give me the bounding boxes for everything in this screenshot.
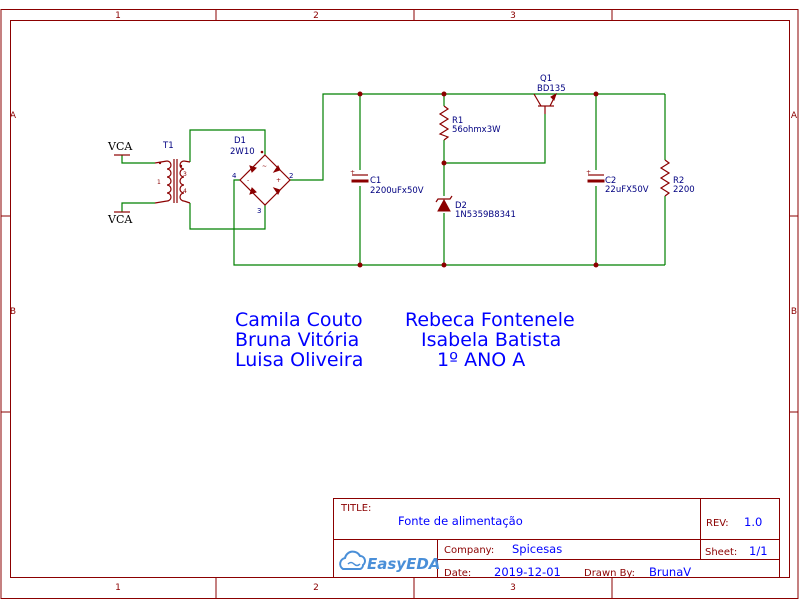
r2-ref: R2 [673,176,684,186]
author-right-3: 1º ANO A [437,349,525,371]
drawn-by-value: BrunaV [649,565,691,579]
title-block: TITLE: Fonte de alimentação REV: 1.0 Com… [333,498,780,579]
company-value: Spicesas [512,542,562,556]
d2-value: 1N5359B8341 [455,210,516,220]
zone-col-3-top: 3 [510,11,516,21]
outer-border [0,9,799,599]
vca-label-top: VCA [107,140,133,153]
zone-col-1-bottom: 1 [115,583,121,593]
company-label: Company: [444,545,494,556]
title-label: TITLE: [340,503,371,514]
date-label: Date: [444,568,471,579]
zone-row-a-right: A [791,111,798,121]
t1-pin-4: 4 [183,188,187,195]
zone-row-b-left: B [10,307,16,317]
resistor-r1[interactable]: R1 56ohmx3W [438,105,501,141]
date-value: 2019-12-01 [494,565,561,579]
transformer-t1[interactable]: T1 1 3 4 [154,141,191,204]
zone-row-b-right: B [791,307,797,317]
transistor-q1[interactable]: Q1 BD135 [533,74,566,114]
zone-col-2-top: 2 [313,11,319,21]
zone-col-2-bottom: 2 [313,583,319,593]
c2-polarity: + [586,169,591,176]
t1-ref: T1 [162,141,174,151]
c2-value: 22uFX50V [605,185,649,195]
d1-ref: D1 [234,136,246,146]
c2-ref: C2 [605,176,616,186]
author-right-2: Isabela Batista [421,329,561,351]
vca-power-symbol-top: VCA [107,140,133,156]
d1-plus-sign: ~ [262,163,267,170]
zone-dividers [1,9,798,599]
inner-border [10,20,790,578]
c1-value: 2200uFx50V [370,186,424,196]
author-names: Camila Couto Bruna Vitória Luisa Oliveir… [235,309,575,371]
sheet-value: 1/1 [749,544,768,558]
sheet-label: Sheet: [705,547,737,558]
r2-value: 2200 [673,185,695,195]
zener-diode-d2[interactable]: D2 1N5359B8341 [435,195,516,220]
capacitor-c1[interactable]: + C1 2200uFx50V [350,169,424,196]
resistor-r2[interactable]: R2 2200 [659,159,695,197]
vca-power-symbol-bottom: VCA [107,211,133,226]
q1-value: BD135 [537,84,566,94]
rev-label: REV: [706,518,729,529]
zone-row-a-left: A [10,111,17,121]
cloud-icon [339,550,366,570]
r1-ref: R1 [452,116,463,126]
c1-ref: C1 [370,176,381,186]
d1-pin-2: 2 [289,172,293,180]
d1-pin-3: 3 [257,207,261,215]
q1-ref: Q1 [540,74,552,84]
junctions [357,91,599,268]
capacitor-c2[interactable]: + C2 22uFX50V [586,169,649,195]
d1-plus-mark: + [276,177,281,184]
author-left-1: Camila Couto [235,309,363,331]
r1-value: 56ohmx3W [452,125,501,135]
zone-col-3-bottom: 3 [510,583,516,593]
author-right-1: Rebeca Fontenele [405,309,575,331]
t1-pin-3: 3 [183,171,187,178]
wires [121,93,666,266]
author-left-3: Luisa Oliveira [235,349,363,371]
c1-polarity: + [350,169,355,176]
d1-value: 2W10 [230,147,255,157]
d1-minus-mark: - [247,177,249,184]
schematic-title: Fonte de alimentação [398,514,523,528]
author-left-2: Bruna Vitória [235,329,359,351]
wave-icon [347,561,361,567]
rev-value: 1.0 [744,515,762,529]
t1-pin-1: 1 [157,179,161,186]
d1-pin-4: 4 [232,172,237,180]
easyeda-logo: EasyEDA [339,550,440,573]
zone-col-1-top: 1 [115,11,121,21]
vca-label-bottom: VCA [107,213,133,226]
d2-ref: D2 [455,201,467,211]
logo-text: EasyEDA [367,555,440,573]
bridge-rectifier-d1[interactable]: D1 2W10 2 4 3 ~ + - [230,136,293,215]
drawn-by-label: Drawn By: [584,568,635,579]
